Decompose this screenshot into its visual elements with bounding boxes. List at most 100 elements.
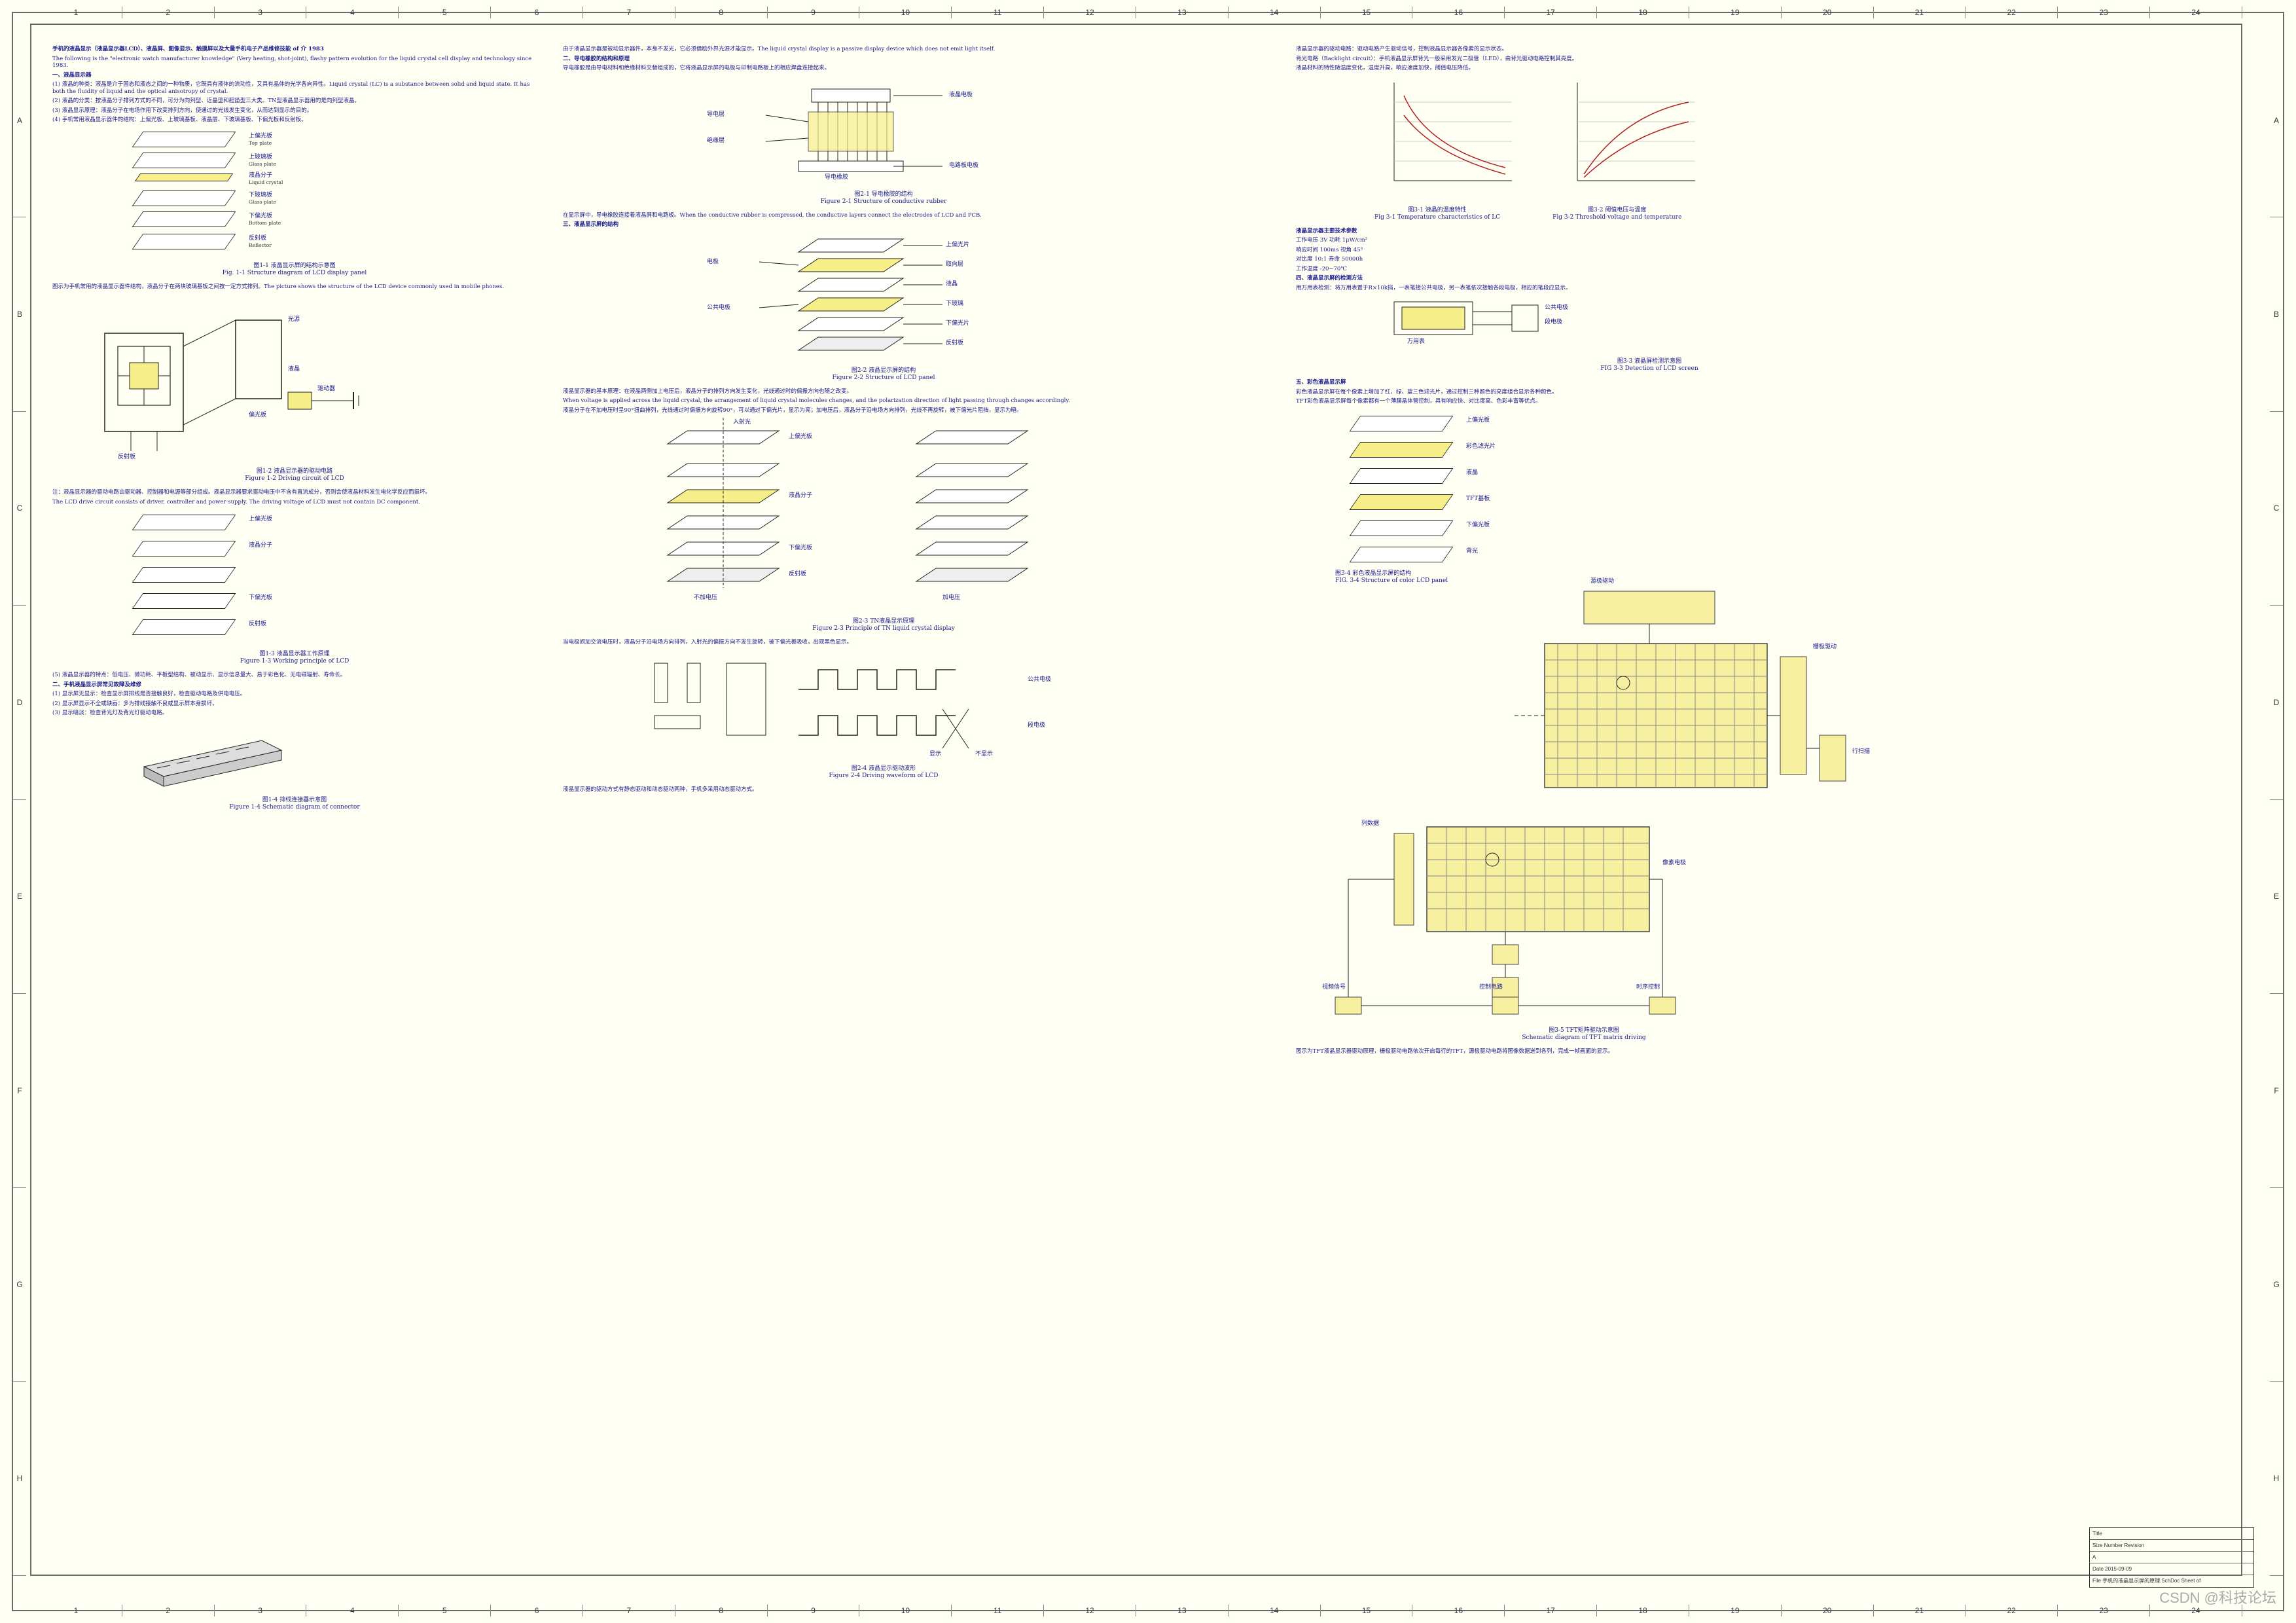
temp-curve-1	[1393, 82, 1512, 181]
col1-p14: (3) 显示暗淡：检查背光灯及背光灯驱动电路。	[52, 710, 168, 716]
figure-lcd-structure: 上偏光片 取向层 液晶 下玻璃 下偏光片 反射板 电极 公共电极	[668, 232, 1060, 363]
figure-connector	[131, 721, 393, 793]
col2-p7: When voltage is applied across the liqui…	[563, 397, 1070, 404]
zone-row-4: E	[13, 800, 26, 994]
driving-circuit-svg	[104, 319, 359, 451]
zone-row-right-1: B	[2270, 217, 2283, 412]
col3-p4: 四、液晶显示屏的检测方法	[1296, 275, 1363, 282]
col3-p3: 液晶材料的特性随温度变化，温度升高，响应速度加快，阈值电压降低。	[1296, 65, 1475, 71]
zone-col-bottom-3: 4	[306, 1605, 399, 1616]
col3-fig1-caption: 图3-1 液晶的温度特性	[1408, 206, 1467, 213]
zone-col-bottom-0: 1	[30, 1605, 122, 1616]
zone-col-bottom-22: 23	[2058, 1605, 2151, 1616]
col1-p11: 二、手机液晶显示屏常见故障及维修	[52, 681, 142, 688]
zone-row-right-3: D	[2270, 606, 2283, 800]
col2-fig1-caption: 图2-1 导电橡胶的结构	[854, 191, 913, 198]
col3-fig5-caption: 图3-5 TFT矩阵驱动示意图	[1549, 1027, 1619, 1034]
col3-p2: 背光电路（Backlight circuit）：手机液晶显示屏背光一般采用发光二…	[1296, 55, 1578, 62]
fig3-caption: 图1-3 液晶显示器工作原理	[259, 651, 330, 657]
zone-row-7: H	[13, 1382, 26, 1576]
zone-col-16: 17	[1505, 7, 1598, 18]
zone-col-9: 10	[859, 7, 952, 18]
col3-table-row-1: 响应时间 100ms 视角 45°	[1296, 246, 1363, 253]
zone-col-bottom-20: 21	[1874, 1605, 1966, 1616]
column-1: 手机的液晶显示（液晶显示器LCD）、液晶屏、图像显示、触摸屏以及大量手机电子产品…	[52, 46, 537, 818]
zone-col-bottom-18: 19	[1689, 1605, 1782, 1616]
col2-p5: 三、液晶显示屏的结构	[563, 221, 619, 228]
zone-col-11: 12	[1044, 7, 1136, 18]
zone-row-right-5: F	[2270, 994, 2283, 1188]
zone-col-bottom-19: 20	[1782, 1605, 1874, 1616]
col3-fig2-caption: 图3-2 阈值电压与温度	[1588, 206, 1647, 213]
zone-col-bottom-7: 8	[675, 1605, 768, 1616]
zone-col-bottom-5: 6	[491, 1605, 583, 1616]
col1-p5: (3) 液晶显示原理：液晶分子在电场作用下改变排列方向，使通过的光线发生变化，从…	[52, 107, 313, 114]
figure-temperature-curves	[1374, 76, 1767, 200]
col1-p9: The LCD drive circuit consists of driver…	[52, 498, 420, 505]
zone-col-6: 7	[583, 7, 675, 18]
col2-fig4-caption: 图2-4 液晶显示驱动波形	[851, 765, 916, 772]
zone-row-3: D	[13, 606, 26, 800]
zone-col-20: 21	[1874, 7, 1966, 18]
fig1-caption: 图1-1 液晶显示屏的结构示意图	[253, 262, 336, 269]
zone-col-17: 18	[1597, 7, 1689, 18]
figure-driving-circuit: 光源 液晶 偏光板 驱动器 反射板	[92, 294, 419, 464]
zone-col-bottom-8: 9	[768, 1605, 860, 1616]
zone-col-bottom-4: 5	[399, 1605, 492, 1616]
col1-p6: (4) 手机常用液晶显示器件的结构：上偏光板、上玻璃基板、液晶层、下玻璃基板、下…	[52, 117, 307, 123]
col2-p9: 当电极间加交流电压时，液晶分子沿电场方向排列，入射光的偏振方向不发生旋转，被下偏…	[563, 639, 853, 646]
zone-col-7: 8	[675, 7, 768, 18]
zone-col-23: 24	[2150, 7, 2242, 18]
col2-p6: 液晶显示器的基本原理：在液晶两侧加上电压后，液晶分子的排列方向发生变化，光线通过…	[563, 388, 853, 395]
col2-fig2-caption: 图2-2 液晶显示屏的结构	[851, 367, 916, 374]
column-2: 由于液晶显示器是被动显示器件，本身不发光，它必须借助外界光源才能显示。The l…	[563, 46, 1204, 795]
csdn-watermark: CSDN @科技论坛	[2159, 1590, 2276, 1606]
fig2-caption: 图1-2 液晶显示器的驱动电路	[256, 468, 333, 475]
zone-col-8: 9	[768, 7, 860, 18]
zone-row-5: F	[13, 994, 26, 1188]
col1-p4: (2) 液晶的分类：按液晶分子排列方式的不同，可分为向列型、近晶型和胆甾型三大类…	[52, 98, 360, 104]
col1-p8: 注：液晶显示器的驱动电路由驱动器、控制器和电源等部分组成。液晶显示器要求驱动电压…	[52, 489, 431, 496]
zone-col-3: 4	[306, 7, 399, 18]
zone-row-0: A	[13, 24, 26, 218]
figure-tft-matrix: 源极驱动 栅极驱动 行扫描 像素电极 列数据 视频信号 控制电路 时序控制	[1296, 552, 2003, 1023]
drawing-sheet-border	[12, 12, 2284, 1611]
zone-col-1: 2	[122, 7, 215, 18]
col3-table-row-3: 工作温度 -20~70℃	[1296, 265, 1347, 272]
zone-col-15: 16	[1412, 7, 1505, 18]
zone-col-2: 3	[215, 7, 307, 18]
zone-col-bottom-2: 3	[215, 1605, 307, 1616]
figure-lcd-layers: 上偏光板 Top plate 上玻璃板 Glass plate 液晶分子 Liq…	[98, 128, 360, 259]
zone-col-bottom-10: 11	[952, 1605, 1045, 1616]
col3-table-head: 液晶显示器主要技术参数	[1296, 227, 1357, 234]
zone-col-22: 23	[2058, 7, 2151, 18]
col2-p2: 二、导电橡胶的结构和原理	[563, 55, 630, 62]
zone-col-13: 14	[1229, 7, 1321, 18]
figure-lcd-detection: 公共电极 段电极 万用表	[1381, 295, 1643, 354]
col1-title: 手机的液晶显示（液晶显示器LCD）、液晶屏、图像显示、触摸屏以及大量手机电子产品…	[52, 46, 324, 52]
fig4-caption: 图1-4 排线连接器示意图	[262, 796, 327, 803]
zone-col-bottom-12: 13	[1136, 1605, 1229, 1616]
figure-working-principle: 上偏光板 液晶分子 下偏光板 反射板	[98, 509, 360, 647]
figure-driving-waveform: 公共电极 段电极 显示 不显示	[628, 650, 1086, 761]
zone-col-10: 11	[952, 7, 1045, 18]
col1-p7: 图示为手机常用的液晶显示器件结构，液晶分子在两块玻璃基板之间按一定方式排列。Th…	[52, 283, 505, 290]
zone-col-bottom-11: 12	[1044, 1605, 1136, 1616]
zone-row-right-6: G	[2270, 1188, 2283, 1382]
col3-p7: 彩色液晶显示屏在每个像素上增加了红、绿、蓝三色滤光片，通过控制三种颜色的亮度组合…	[1296, 388, 1558, 395]
title-block: Title Size Number Revision A Date 2015-0…	[2089, 1527, 2254, 1588]
col2-p10: 液晶显示器的驱动方式有静态驱动和动态驱动两种，手机多采用动态驱动方式。	[563, 786, 758, 793]
zone-col-12: 13	[1136, 7, 1229, 18]
zone-row-1: B	[13, 217, 26, 412]
col1-p13: (2) 显示屏显示不全或缺画：多为排线接触不良或显示屏本身损坏。	[52, 700, 218, 707]
col1-p12: (1) 显示屏无显示：检查显示屏排线是否接触良好，检查驱动电路及供电电压。	[52, 691, 246, 697]
col1-p2: 一、液晶显示器	[52, 71, 92, 79]
col3-p8: TFT彩色液晶显示屏每个像素都有一个薄膜晶体管控制，具有响应快、对比度高、色彩丰…	[1296, 398, 1541, 405]
figure-tn-principle: 上偏光板 液晶分子 下偏光板 反射板 不加电压 加电压 入射光	[628, 418, 1086, 614]
col2-p4: 在显示屏中，导电橡胶连接着液晶屏和电路板。When the conductive…	[563, 211, 982, 219]
col2-fig3-caption: 图2-3 TN液晶显示原理	[852, 618, 915, 625]
